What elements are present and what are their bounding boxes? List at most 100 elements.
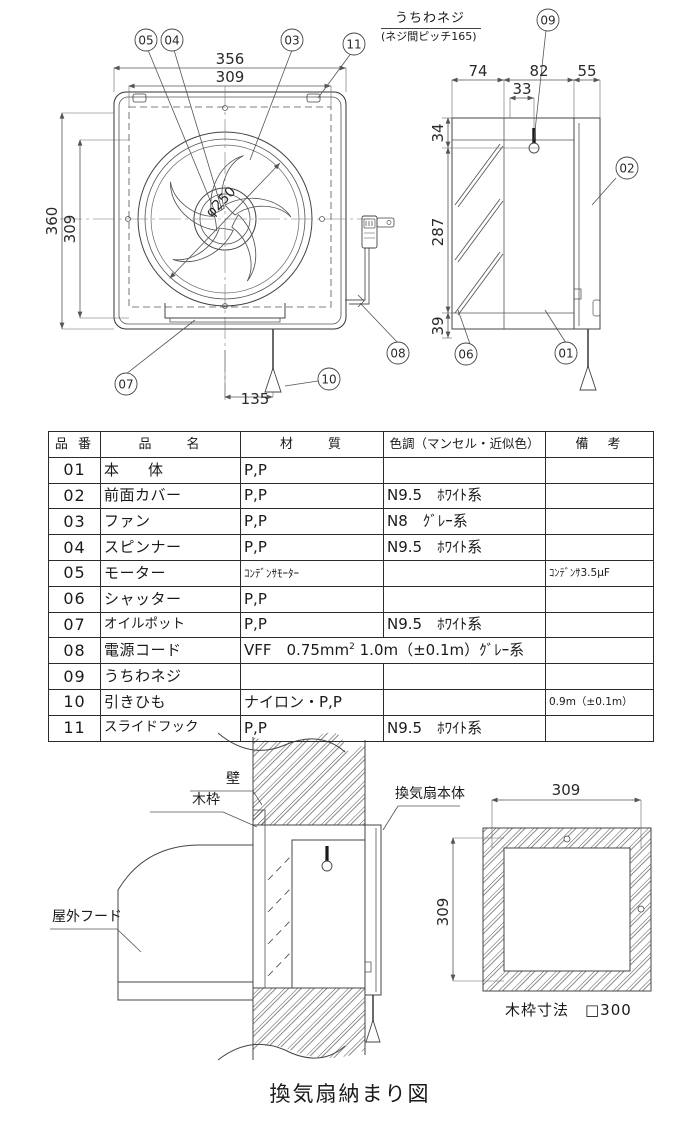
cell-remarks [545,508,654,536]
cell-color [383,456,546,484]
parts-table-head: 品 番 品 名 材 質 色調（マンセル・近似色） 備 考 [48,431,654,458]
dim-width-inner: 309 [216,68,245,86]
dim-34: 34 [429,123,447,142]
cell-remarks [545,637,654,665]
label-outdoor-hood: 屋外フード [52,909,122,925]
dim-frame-height: 309 [434,898,452,927]
cell-color: N9.5 ﾎﾜｲﾄ系 [383,714,546,742]
cell-part-name: 電源コード [100,637,241,665]
cell-part-name: 本 体 [100,456,241,484]
cell-material: P,P [240,456,384,484]
balloon-05: 05 [138,34,153,48]
cell-remarks [545,611,654,639]
cell-remarks [545,482,654,510]
col-header-remarks: 備 考 [545,431,654,458]
dim-82: 82 [529,62,548,80]
cell-part-no: 03 [48,508,101,536]
dim-39: 39 [429,316,447,335]
cell-color [383,559,546,587]
cell-material: P,P [240,714,384,742]
balloon-06: 06 [458,348,473,362]
cell-remarks [545,534,654,561]
dim-74: 74 [468,62,487,80]
cell-color [383,585,546,613]
cell-part-no: 04 [48,534,101,561]
cell-remarks: 0.9m（±0.1m） [545,688,654,716]
cell-material: ナイロン・P,P [240,688,384,716]
dim-height-inner: 309 [61,215,79,244]
balloon-03: 03 [284,34,299,48]
cell-part-name: シャッター [100,585,241,613]
cell-material: P,P [240,585,384,613]
balloon-01: 01 [558,347,573,361]
balloon-09: 09 [540,14,555,28]
cell-part-name: うちわネジ [100,663,241,690]
col-header-color: 色調（マンセル・近似色） [383,431,546,458]
cell-material: P,P [240,534,384,561]
col-header-name: 品 名 [100,431,241,458]
table-header-row: 品 番 品 名 材 質 色調（マンセル・近似色） 備 考 [48,431,654,458]
cell-part-name: 前面カバー [100,482,241,510]
cell-part-no: 01 [48,456,101,484]
cell-remarks [545,714,654,742]
cell-material: ｺﾝﾃﾞﾝｻﾓｰﾀｰ [240,559,384,587]
screw-note-line1: うちわネジ [395,11,466,26]
cell-part-name: モーター [100,559,241,587]
sheet-title: 換気扇納まり図 [269,1082,431,1106]
wood-frame-caption: 木枠寸法 □300 [505,1001,632,1019]
balloon-08: 08 [390,347,405,361]
screw-note-line2: (ネジ間ピッチ165) [381,30,477,43]
dim-287: 287 [429,218,447,247]
dim-height-outer: 360 [43,207,61,236]
dim-55: 55 [577,62,596,80]
cell-color: N9.5 ﾎﾜｲﾄ系 [383,534,546,561]
cell-part-name: スライドフック [100,714,241,742]
col-header-no: 品 番 [48,431,101,458]
cell-part-no: 05 [48,559,101,587]
cell-remarks [545,663,654,690]
cell-part-no: 11 [48,714,101,742]
balloon-11: 11 [346,38,361,52]
cell-part-no: 02 [48,482,101,510]
dim-cord-offset: 135 [241,390,270,408]
cell-part-no: 06 [48,585,101,613]
label-wall: 壁 [226,771,240,787]
cell-material: P,P [240,611,384,639]
cell-material [240,663,384,690]
cell-part-no: 08 [48,637,101,665]
col-header-material: 材 質 [240,431,384,458]
dim-frame-width: 309 [552,781,581,799]
cell-part-name: 引きひも [100,688,241,716]
label-wood-frame: 木枠 [192,792,220,808]
dim-33: 33 [512,80,531,98]
cell-part-no: 09 [48,663,101,690]
cell-remarks [545,456,654,484]
screw-note-underline [381,28,481,29]
cell-part-no: 07 [48,611,101,639]
cell-part-name: オイルポット [100,611,241,639]
cell-part-no: 10 [48,688,101,716]
cell-color [383,688,546,716]
balloon-04: 04 [164,34,179,48]
cell-remarks [545,585,654,613]
balloon-07: 07 [118,378,133,392]
dim-fan-diameter: φ250 [203,184,239,221]
cell-part-name: スピンナー [100,534,241,561]
cell-color: N8 ｸﾞﾚｰ系 [383,508,546,536]
cell-color [383,663,546,690]
balloon-10: 10 [321,373,336,387]
cell-material: P,P [240,482,384,510]
